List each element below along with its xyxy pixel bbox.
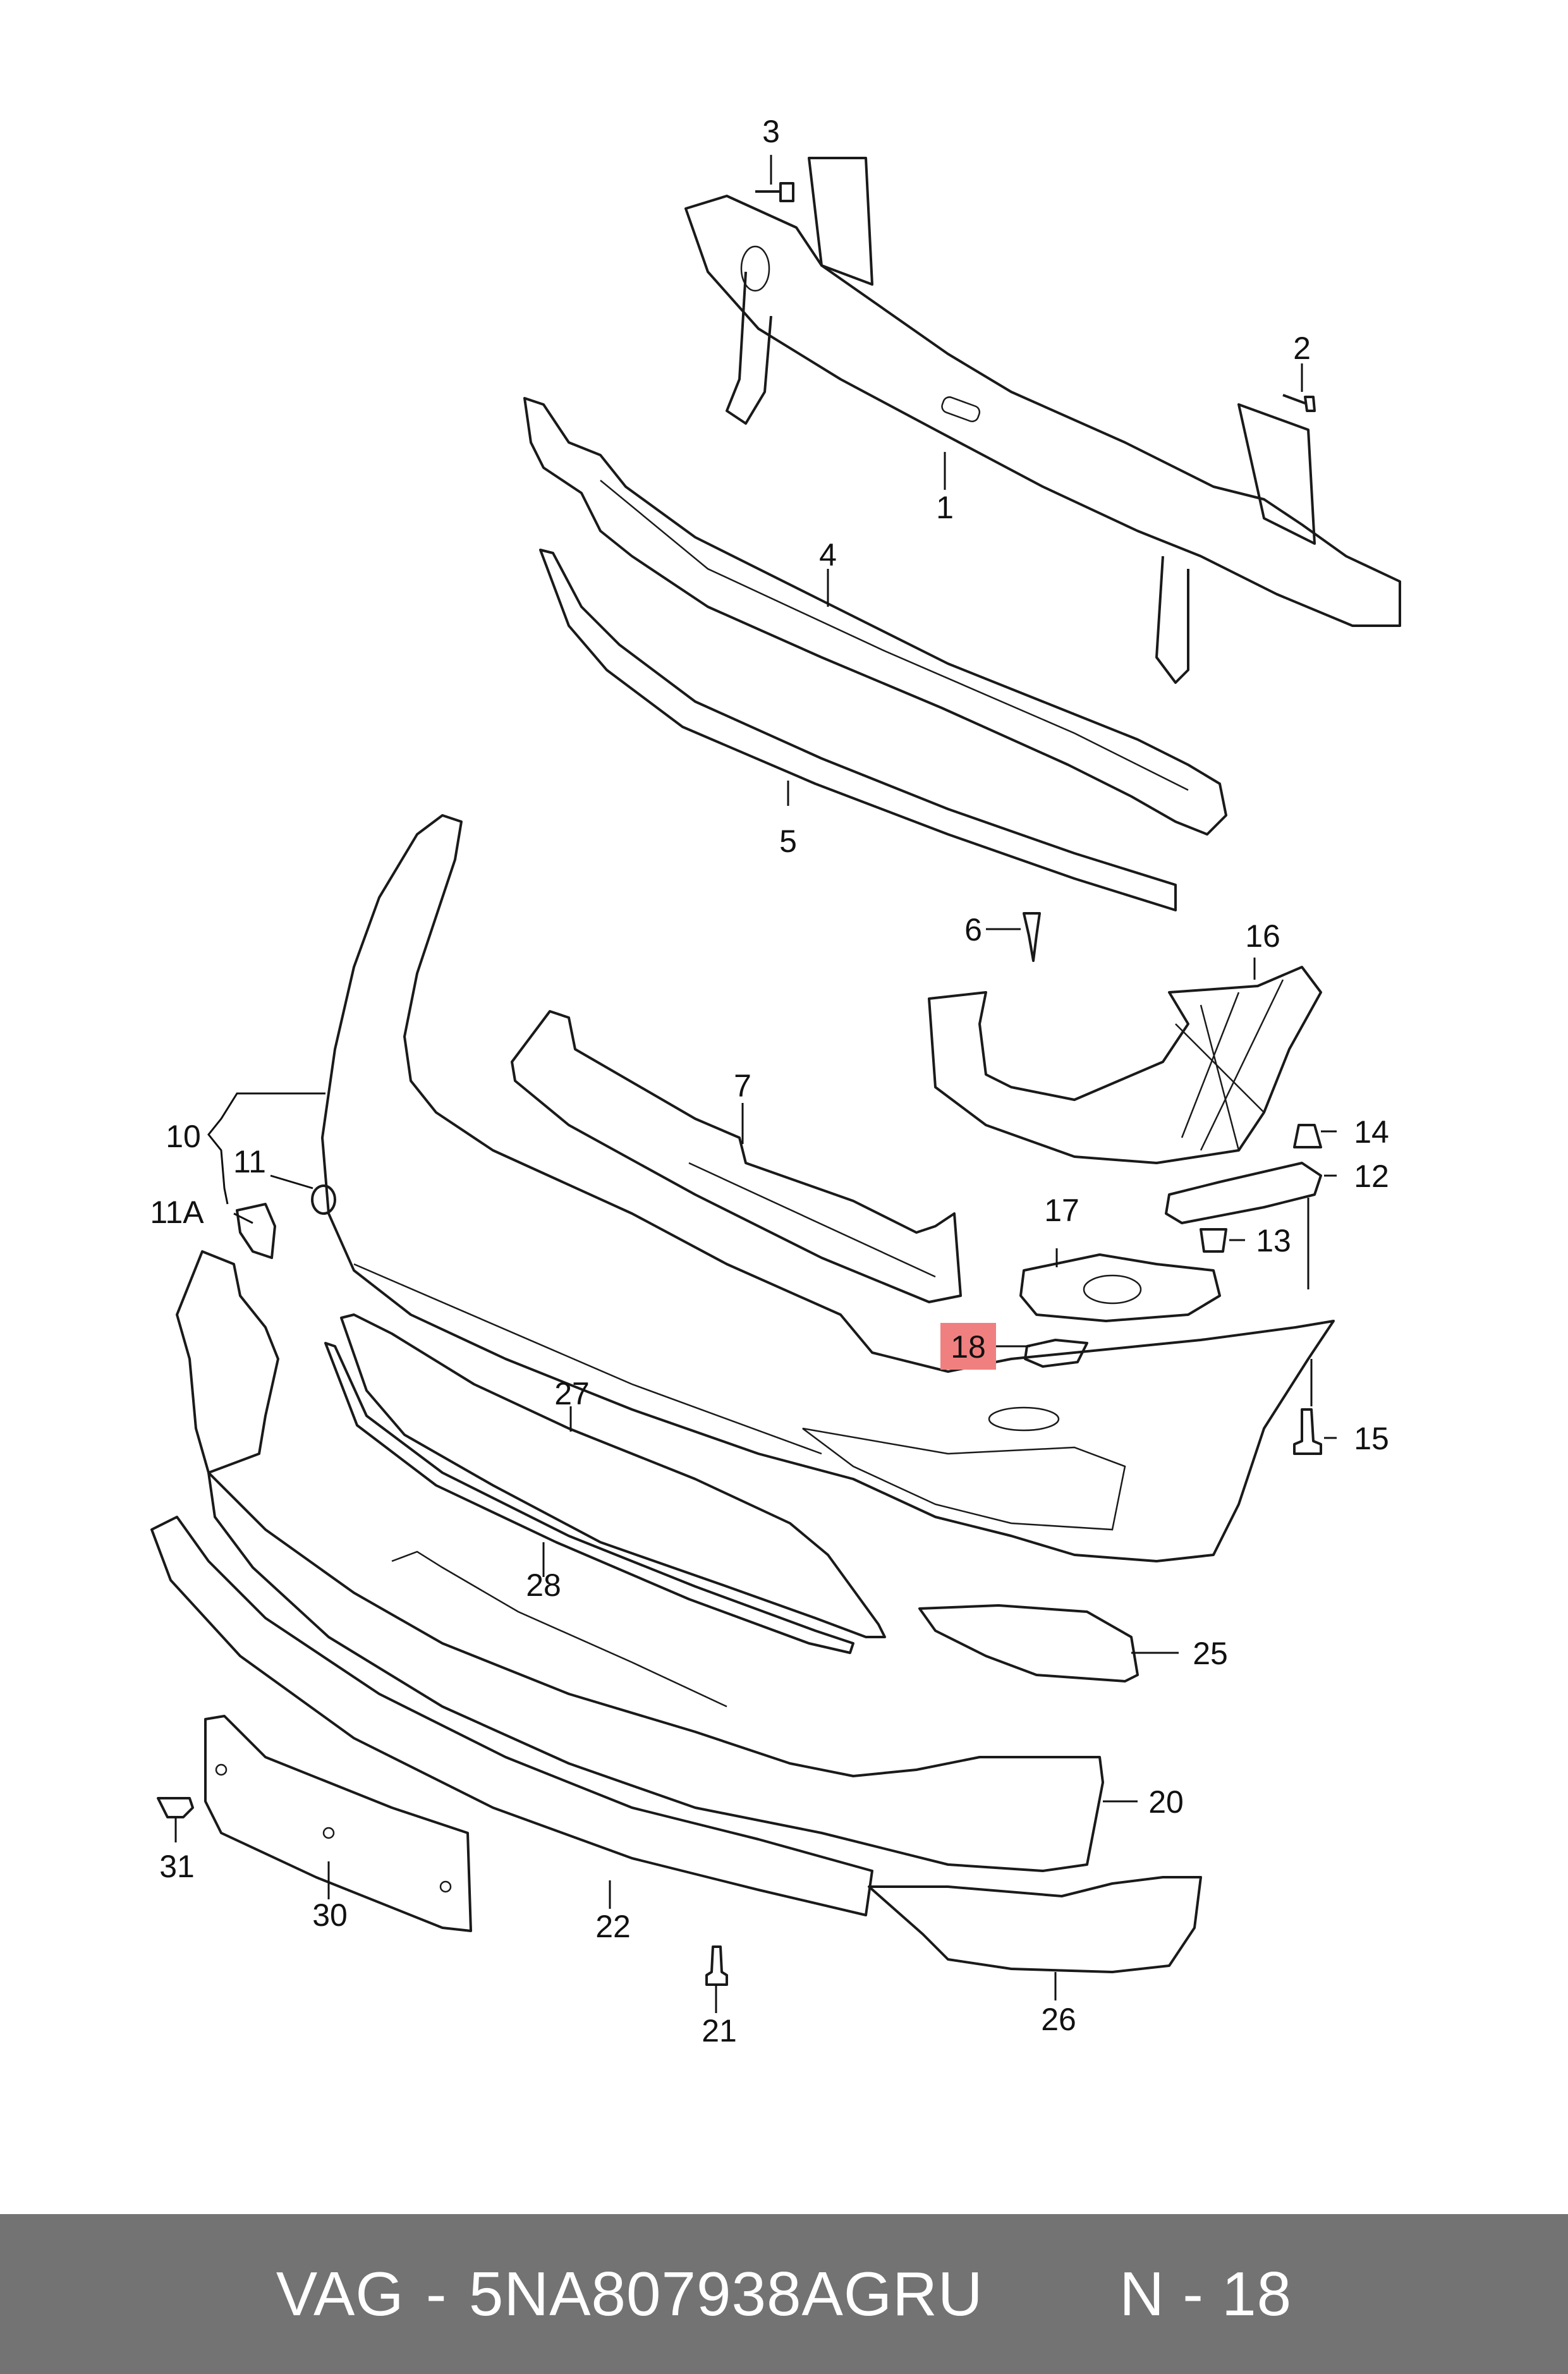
bolt-2-icon — [1282, 394, 1316, 412]
separator: - — [425, 2259, 447, 2328]
callout-30: 30 — [312, 1897, 348, 1933]
part-number-footer: VAG - 5NA807938AGRU N - 18 — [0, 2214, 1568, 2374]
callout-16: 16 — [1245, 918, 1280, 954]
part-27-grille — [340, 1313, 886, 1638]
callout-18: 18 — [951, 1329, 986, 1365]
screw-15-icon — [1293, 1408, 1322, 1455]
callout-14: 14 — [1354, 1114, 1389, 1150]
callout-11: 11 — [233, 1144, 266, 1179]
callout-5: 5 — [779, 824, 797, 859]
callout-27: 27 — [554, 1376, 590, 1411]
callout-3: 3 — [762, 114, 780, 149]
cap-11-icon — [311, 1184, 336, 1215]
callout-21: 21 — [702, 2013, 737, 2048]
part-10-bumper-cover — [321, 814, 1335, 1562]
part-1-crossmember — [684, 157, 1401, 684]
callout-13: 13 — [1256, 1223, 1291, 1258]
part-30-plate-holder — [204, 1715, 472, 1932]
part-5-reinforcement-strip — [539, 549, 1177, 911]
clip-14-icon — [1293, 1124, 1322, 1148]
callout-20: 20 — [1148, 1784, 1184, 1820]
callout-2: 2 — [1293, 331, 1311, 366]
highlighted-callout-box — [940, 1323, 996, 1370]
callout-4: 4 — [819, 537, 837, 573]
bolt-3-icon — [755, 182, 794, 202]
part-25-side-grille — [918, 1604, 1139, 1683]
callout-26: 26 — [1041, 2002, 1076, 2037]
part-20-lower-carrier — [176, 1250, 1104, 1872]
part-number: 5NA807938AGRU — [468, 2259, 983, 2328]
part-7-guide-bracket — [511, 1010, 962, 1303]
callout-17: 17 — [1044, 1193, 1079, 1228]
callout-6: 6 — [964, 912, 982, 947]
leader-lines — [174, 155, 1337, 2013]
clip-6-icon — [1023, 912, 1041, 962]
part-18-towing-eye-cap — [1024, 1339, 1088, 1368]
parts-exploded-diagram: 1 2 3 4 5 6 7 10 11 11A 12 13 14 15 16 1… — [150, 114, 1401, 2048]
clip-31-icon — [157, 1797, 194, 1818]
callout-1: 1 — [936, 490, 954, 525]
callout-31: 31 — [159, 1849, 195, 1884]
part-12-guide-profile — [1165, 1162, 1322, 1224]
callout-7: 7 — [734, 1068, 751, 1104]
callout-11a: 11A — [150, 1195, 204, 1230]
callout-28: 28 — [526, 1567, 561, 1603]
part-22-spoiler — [150, 1516, 873, 1916]
callout-25: 25 — [1193, 1636, 1228, 1671]
callout-12: 12 — [1354, 1159, 1389, 1194]
position-note: N - 18 — [1119, 2259, 1292, 2328]
callout-22: 22 — [595, 1909, 631, 1944]
screw-21-icon — [705, 1945, 728, 1986]
callout-15: 15 — [1354, 1421, 1389, 1456]
part-17-bracket — [1019, 1253, 1221, 1322]
cap-11a-icon — [236, 1203, 276, 1259]
brand-label: VAG — [276, 2259, 404, 2328]
part-16-side-bracket — [928, 966, 1322, 1164]
callout-10: 10 — [166, 1119, 201, 1154]
part-28-trim-strip — [324, 1342, 854, 1654]
callout-labels: 1 2 3 4 5 6 7 10 11 11A 12 13 14 15 16 1… — [150, 114, 1389, 2048]
part-4-impact-absorber — [523, 397, 1227, 836]
part-26-side-spoiler — [868, 1876, 1202, 1973]
nut-13-icon — [1200, 1228, 1227, 1253]
